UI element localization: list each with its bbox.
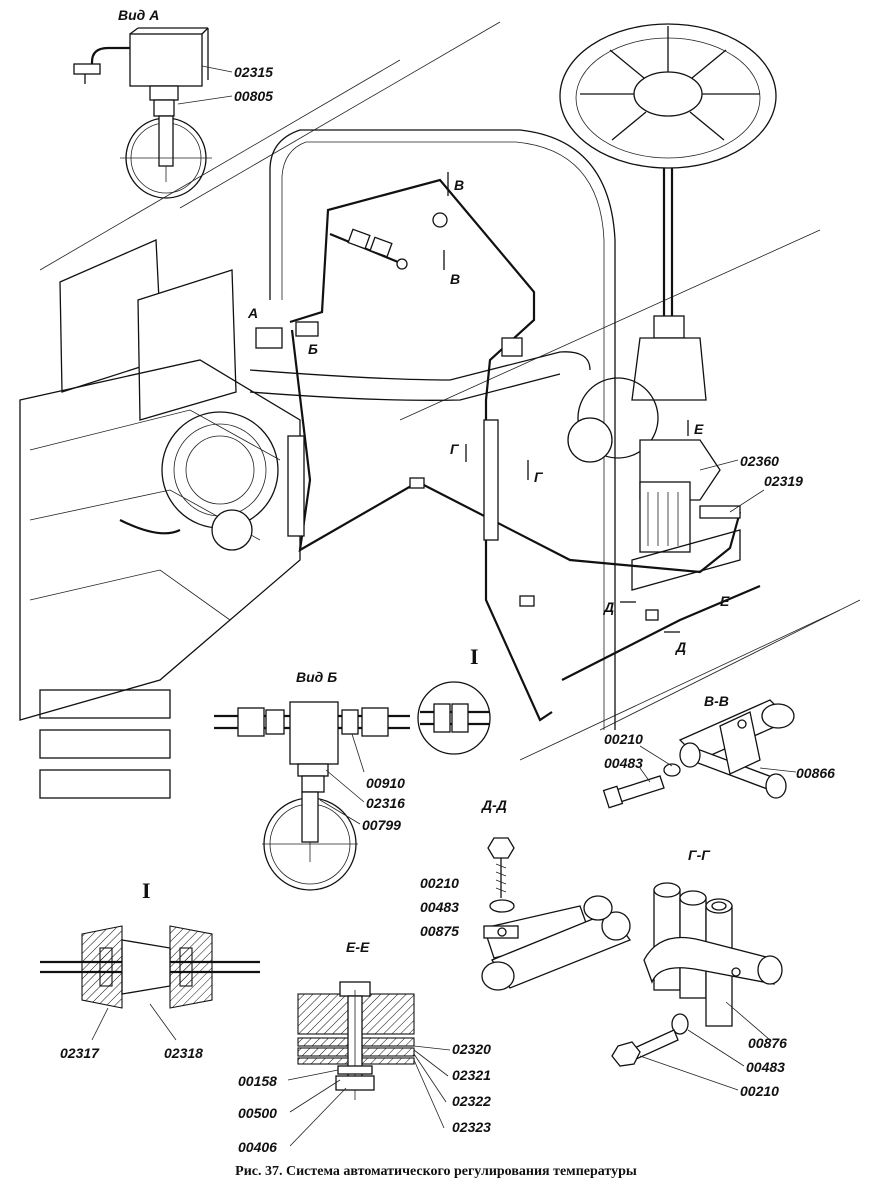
marker-v2: В [450,271,460,287]
vv-label-00483: 00483 [604,755,643,771]
dd-label-00210: 00210 [420,875,459,891]
section-gg: Г-Г 00876 00483 00210 [611,847,787,1099]
label-00500: 00500 [238,1105,277,1121]
label-02322: 02322 [452,1093,491,1109]
view-a: Вид А 02315 00805 [73,7,273,199]
marker-e2: Е [720,593,730,609]
label-02318: 02318 [164,1045,203,1061]
view-b-title: Вид Б [296,669,337,685]
detail-i-callout: I [417,644,491,755]
gg-label-00483: 00483 [746,1059,785,1075]
label-00805: 00805 [234,88,273,104]
label-02316: 02316 [366,795,405,811]
main-pipe [289,178,553,722]
marker-d2: Д [675,639,686,655]
label-02317: 02317 [60,1045,100,1061]
detail-i-title-small: I [470,644,479,669]
view-a-title: Вид А [118,7,159,23]
section-vv: В-В 00866 00210 00483 [602,693,835,809]
dd-label-00875: 00875 [420,923,459,939]
label-00158: 00158 [238,1073,277,1089]
figure-caption: Рис. 37. Система автоматического регулир… [235,1164,637,1179]
label-02315: 02315 [234,64,273,80]
label-00406: 00406 [238,1139,277,1155]
tee-body [289,701,339,765]
label-02319: 02319 [764,473,803,489]
marker-e1: Е [694,421,704,437]
label-00910: 00910 [366,775,405,791]
marker-v1: В [454,177,464,193]
vv-label-00866: 00866 [796,765,835,781]
dd-label-00483: 00483 [420,899,459,915]
fan [559,23,777,401]
section-dd-title: Д-Д [481,797,507,813]
section-gg-title: Г-Г [688,847,711,863]
gg-label-00210: 00210 [740,1083,779,1099]
detail-i-title-large: I [142,878,151,903]
label-02360: 02360 [740,453,779,469]
thermostat-unit [567,377,741,591]
detail-i-section: I 02317 02318 [40,878,260,1061]
main-assembly: 02360 02319 А Б В В Г Г Д Д Е Е [19,21,861,799]
section-vv-title: В-В [704,693,729,709]
section-ee: Е-Е 02320 02321 02322 02323 00158 00500 … [238,939,491,1155]
fitting-left [237,707,265,737]
engine-block [19,239,301,799]
marker-g1: Г [450,441,460,457]
tank-outline [269,129,616,730]
marker-b: Б [308,341,318,357]
view-b: Вид Б 00910 02316 00799 [214,669,410,891]
label-02323: 02323 [452,1119,491,1135]
elbow-fitting [90,46,130,74]
section-ee-title: Е-Е [346,939,370,955]
marker-d1: Д [603,599,614,615]
marker-g2: Г [534,469,544,485]
vv-label-00210: 00210 [604,731,643,747]
label-00799: 00799 [362,817,401,833]
label-02321: 02321 [452,1067,491,1083]
section-dd: Д-Д 00210 00483 00875 [420,797,632,991]
label-02320: 02320 [452,1041,491,1057]
marker-a: А [247,305,258,321]
sensor-box [129,33,203,87]
gg-label-00876: 00876 [748,1035,787,1051]
